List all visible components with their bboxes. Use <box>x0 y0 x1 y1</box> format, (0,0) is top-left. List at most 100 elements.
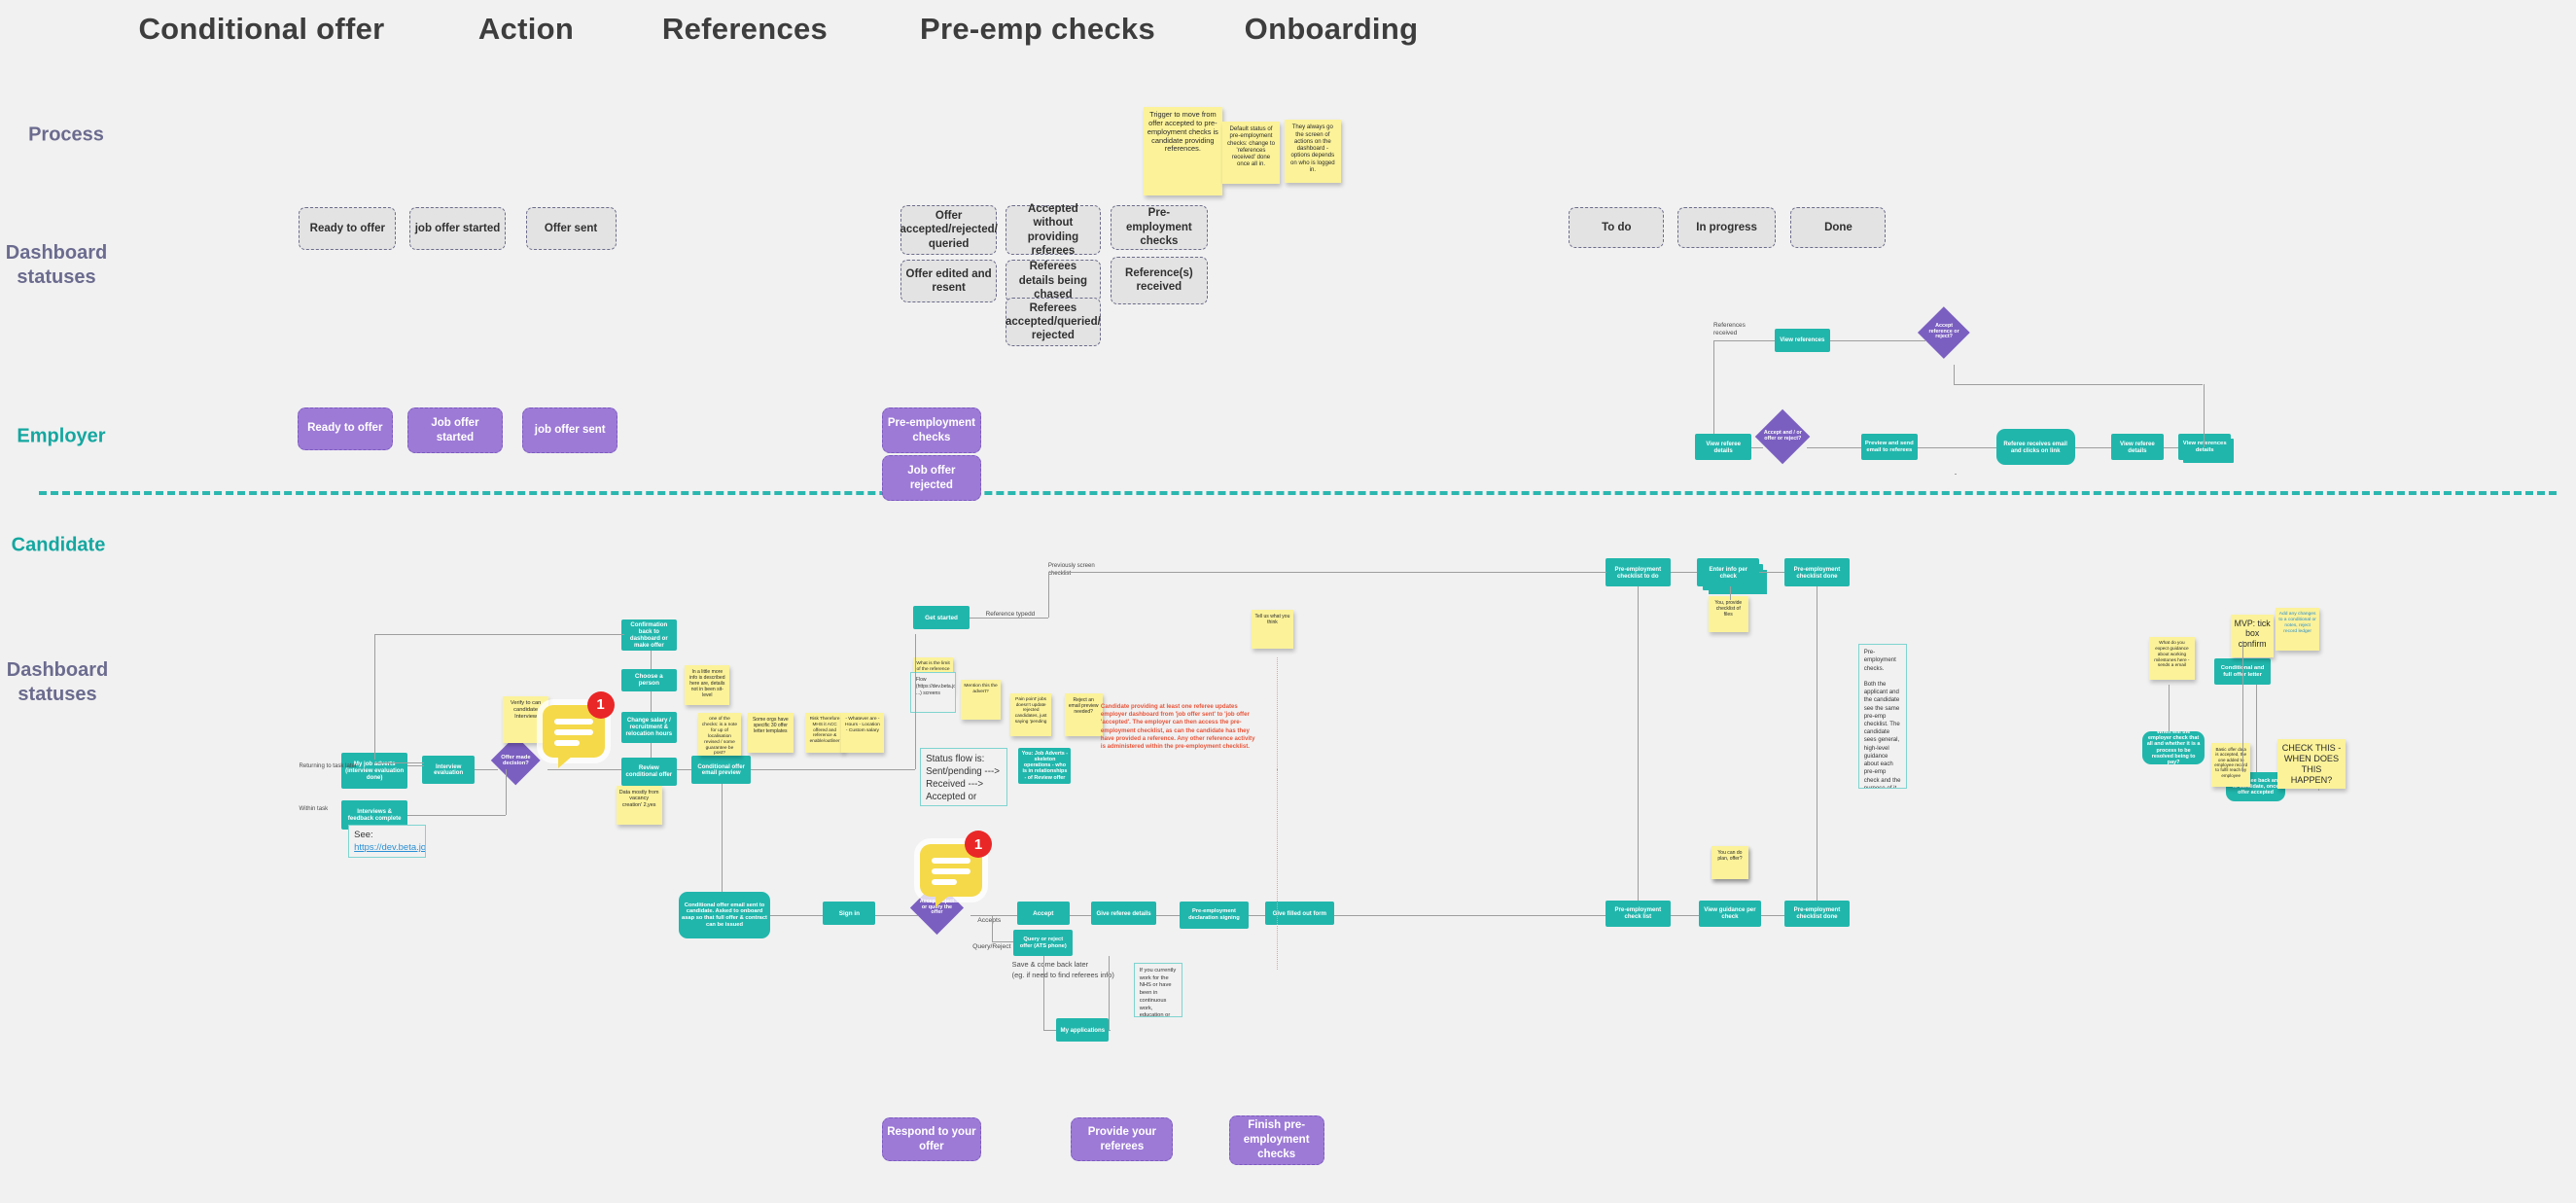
dashboard-status-bottom-0[interactable]: Respond to your offer <box>882 1116 981 1162</box>
candidate-node-2[interactable]: Accept <box>1016 902 1070 926</box>
comment-count-badge-1[interactable]: 1 <box>965 831 993 859</box>
candidate-node-7[interactable]: My applications <box>1056 1018 1110 1043</box>
employer-node-1[interactable]: Choose a person <box>620 668 678 692</box>
employer-node-18[interactable]: View references details <box>2178 434 2232 461</box>
employer-node-11[interactable]: Enter info per check <box>1697 558 1760 587</box>
candidate-node-1[interactable]: Sign in <box>823 902 876 926</box>
employer-sticky-8[interactable]: Mention this the advert? <box>961 680 1001 720</box>
connector-5 <box>547 768 621 770</box>
employer-sticky-10[interactable]: Reject an email preview needed? <box>1064 692 1103 736</box>
employer-node-13[interactable]: View references <box>1774 328 1830 352</box>
process-box-7[interactable]: Referees details being chased <box>1005 259 1101 302</box>
connector-17 <box>1047 571 1607 573</box>
employer-label-0[interactable]: Returning to task later <box>299 761 357 769</box>
process-box-3[interactable]: Offer accepted/rejected/ queried <box>900 205 998 255</box>
candidate-node-4[interactable]: Give referee details <box>1090 902 1157 926</box>
candidate-node-0[interactable]: Conditional offer email sent to candidat… <box>678 892 771 938</box>
process-box-4[interactable]: Accepted without providing referees <box>1005 203 1101 257</box>
process-box-1[interactable]: job offer started <box>408 206 507 250</box>
candidate-label-0[interactable]: Accepts <box>977 916 1002 924</box>
candidate-label-3[interactable]: (eg. if need to find referees info) <box>1011 971 1114 980</box>
connector-40 <box>875 915 919 916</box>
employer-node-7[interactable]: Conditional offer email preview <box>691 756 752 784</box>
connector-45 <box>1156 915 1180 916</box>
employer-diamond-0[interactable]: Offer made decision? <box>490 735 541 786</box>
process-box-5[interactable]: Pre-employment checks <box>1111 205 1208 250</box>
candidate-textbox-0[interactable]: If you currently work for the NHS or hav… <box>1133 962 1183 1017</box>
process-box-6[interactable]: Offer edited and resent <box>900 259 998 302</box>
dashboard-status-top-0[interactable]: Ready to offer <box>297 407 393 450</box>
process-box-11[interactable]: In progress <box>1676 206 1777 249</box>
employer-node-6[interactable]: Interview evaluation <box>422 756 476 784</box>
employer-node-0[interactable]: Confirmation back to dashboard or make o… <box>620 619 678 651</box>
candidate-node-8[interactable]: Pre-employment check list <box>1605 900 1672 927</box>
dashboard-status-bottom-1[interactable]: Provide your referees <box>1071 1116 1174 1162</box>
employer-sticky-1[interactable]: In a little more info is described here … <box>685 665 730 705</box>
process-box-9[interactable]: Referees accepted/queried/ rejected <box>1005 297 1101 347</box>
employer-sticky-16[interactable]: Basic offer data is accepted, the one ad… <box>2210 742 2251 788</box>
employer-sticky-14[interactable]: What do you expect guidance about workin… <box>2148 637 2196 681</box>
employer-textbox-3[interactable]: Pre-employment checks. Both the applican… <box>1857 644 1908 789</box>
employer-label-4[interactable]: References received <box>1713 322 1746 337</box>
employer-sticky-3[interactable]: one of the checks: is a note for up of l… <box>698 713 741 757</box>
process-box-12[interactable]: Done <box>1790 206 1887 249</box>
employer-red-note-0[interactable]: Candidate providing at least one referee… <box>1100 703 1255 751</box>
sticky-note-top-1[interactable]: Default status of pre-employment checks:… <box>1221 122 1281 185</box>
dashboard-status-top-2[interactable]: job offer sent <box>522 407 618 454</box>
employer-node-10[interactable]: Pre-employment checklist to do <box>1605 558 1672 587</box>
employer-sticky-6[interactable]: - Whatever are - Hours - Location - Cust… <box>840 713 884 753</box>
sticky-note-top-0[interactable]: Trigger to move from offer accepted to p… <box>1143 106 1222 196</box>
candidate-node-5[interactable]: Pre-employment declaration signing <box>1179 902 1249 929</box>
candidate-label-1[interactable]: Query/Reject <box>972 942 1011 950</box>
employer-sticky-11[interactable]: Tell us what you think <box>1252 609 1293 650</box>
dashboard-status-top-3[interactable]: Pre-employment checks <box>882 407 981 454</box>
employer-node-5[interactable]: Interviews & feedback complete <box>341 799 407 831</box>
dashboard-status-bottom-2[interactable]: Finish pre-employment checks <box>1228 1115 1324 1165</box>
dashboard-status-top-1[interactable]: Job offer started <box>406 407 503 454</box>
employer-textbox-1[interactable]: Status flow is: Sent/pending ---> Receiv… <box>920 747 1007 807</box>
candidate-node-6[interactable]: Give filled out form <box>1264 902 1334 926</box>
employer-label-1[interactable]: Within task <box>299 804 329 812</box>
employer-sticky-5[interactable]: Risk Therefore MHS it ACC offered and re… <box>804 713 845 753</box>
employer-node-14[interactable]: View referee details <box>1695 434 1751 461</box>
comment-count-badge-0[interactable]: 1 <box>586 690 615 719</box>
employer-node-17[interactable]: View referee details <box>2110 434 2164 461</box>
employer-sticky-15[interactable]: MVP: tick box confirm <box>2231 614 2275 657</box>
candidate-node-9[interactable]: View guidance per check <box>1698 900 1762 927</box>
process-box-0[interactable]: Ready to offer <box>299 206 397 250</box>
candidate-label-2[interactable]: Save & come back later <box>1011 959 1089 969</box>
candidate-sticky-0[interactable]: You can do plan, offer? <box>1711 846 1748 879</box>
employer-node-12[interactable]: Pre-employment checklist done <box>1783 558 1851 587</box>
employer-sticky-18[interactable]: Add any changes to a conditional or note… <box>2275 608 2320 651</box>
employer-node-15[interactable]: Preview and send email to referees <box>1861 434 1918 461</box>
employer-node-9[interactable]: You: Job Adverts - skeleton operations -… <box>1018 747 1072 784</box>
sticky-note-top-2[interactable]: They always go the screen of actions on … <box>1285 120 1341 183</box>
employer-label-3[interactable]: Reference typedd <box>985 611 1036 619</box>
dashboard-status-top-4[interactable]: Job offer rejected <box>882 454 981 502</box>
employer-node-2[interactable]: Change salary / recruitment & relocation… <box>620 711 678 743</box>
employer-textbox-0[interactable]: Flow (https://dev.beta.jobs/ ...) screen… <box>909 671 957 714</box>
candidate-node-10[interactable]: Pre-employment checklist done <box>1783 900 1851 927</box>
connector-21 <box>1671 571 1698 573</box>
employer-sticky-17[interactable]: CHECK THIS - WHEN DOES THIS HAPPEN? <box>2276 739 2347 789</box>
employer-node-16[interactable]: Referee receives email and clicks on lin… <box>1995 428 2075 466</box>
process-box-10[interactable]: To do <box>1569 206 1665 249</box>
employer-textbox-2[interactable]: See:https://dev.beta.jo <box>348 825 426 858</box>
employer-diamond-2[interactable]: Accept reference or reject? <box>1918 305 1970 359</box>
employer-sticky-12[interactable]: You, provide checklist of files <box>1708 596 1748 633</box>
employer-sticky-0[interactable]: Verify to can candidate Interview <box>502 696 549 743</box>
employer-node-8[interactable]: Get started <box>913 606 970 630</box>
employer-node-3[interactable]: Review conditional offer <box>620 757 678 786</box>
connector-11 <box>677 768 692 770</box>
employer-label-2[interactable]: Previously screen checklist <box>1047 561 1095 576</box>
connector-6 <box>651 651 652 669</box>
employer-sticky-9[interactable]: Pain point' jobs doesn't update rejected… <box>1009 692 1052 736</box>
employer-diamond-1[interactable]: Accept and / or offer or reject? <box>1754 408 1811 465</box>
process-box-2[interactable]: Offer sent <box>525 206 617 250</box>
candidate-node-3[interactable]: Query or reject offer (ATS phone) <box>1013 930 1074 957</box>
employer-sticky-4[interactable]: Some orgs have specific 30 offer letter … <box>747 713 794 753</box>
connector-15 <box>969 618 1048 619</box>
employer-node-19[interactable]: When will the employer check that all an… <box>2141 730 2205 764</box>
employer-sticky-2[interactable]: Data mostly from vacancy creation' 2,yes <box>616 785 662 826</box>
process-box-8[interactable]: Reference(s) received <box>1111 256 1208 304</box>
